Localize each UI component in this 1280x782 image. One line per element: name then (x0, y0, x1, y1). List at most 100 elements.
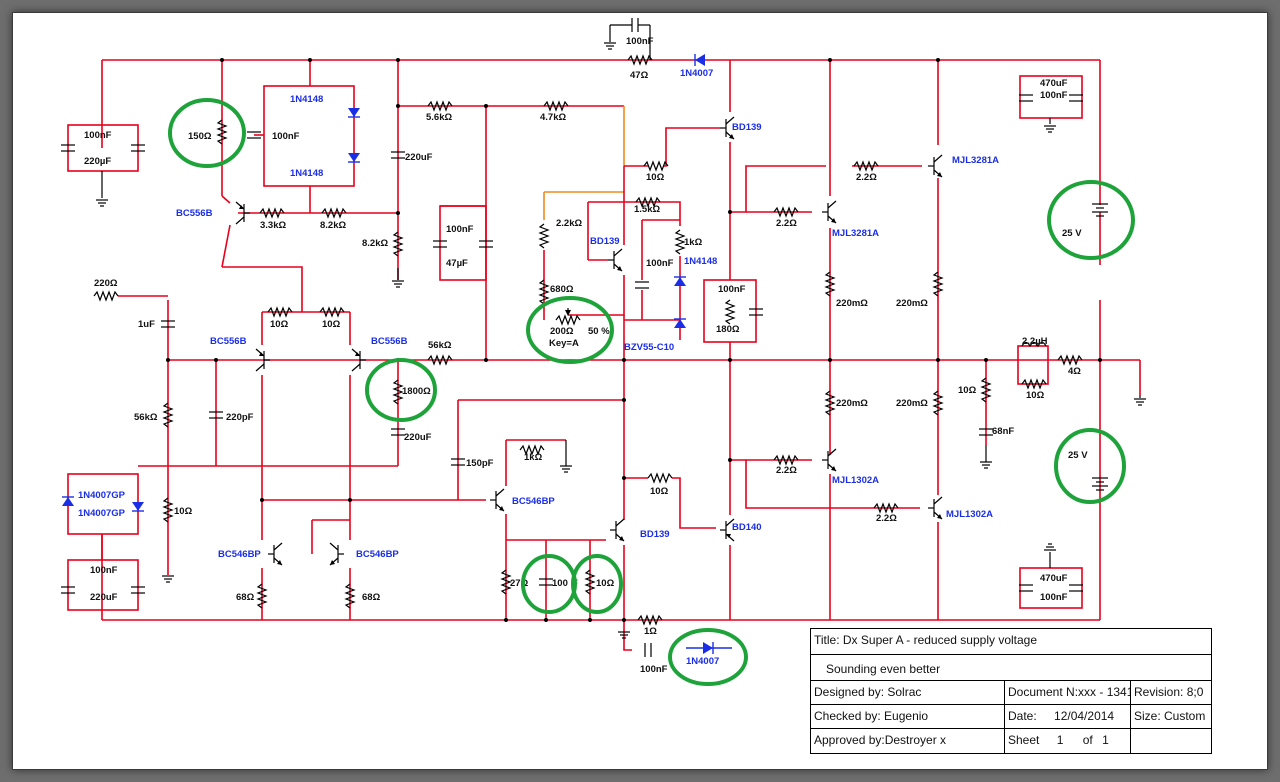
label-res-4: 4Ω (1068, 366, 1081, 377)
label-c100n-mid: 100nF (272, 131, 300, 142)
label-res-68-b: 68Ω (362, 592, 381, 603)
label-bd140: BD140 (732, 522, 762, 533)
label-c100n-br: 100nF (1040, 592, 1068, 603)
label-c100n-c: 100nF (646, 258, 674, 269)
label-1n4148-a: 1N4148 (290, 94, 323, 105)
highlight-annotations (168, 98, 1135, 686)
date-label: Date: (1008, 709, 1037, 723)
sheet-total: 1 (1102, 733, 1109, 747)
label-c68n: 68nF (992, 426, 1014, 437)
label-battery-bottom: 25 V (1068, 450, 1088, 461)
label-1n4148-c: 1N4148 (684, 256, 717, 267)
label-res-180: 180Ω (716, 324, 740, 335)
label-diode-1n4007-top: 1N4007 (680, 68, 713, 79)
label-res-10-a: 10Ω (646, 172, 665, 183)
approved-by: Approved by:Destroyer x (814, 733, 947, 747)
label-c100-low: 100 (552, 578, 568, 589)
label-1n4148-b: 1N4148 (290, 168, 323, 179)
label-res-1800: 1800Ω (402, 386, 431, 397)
label-bc546-mid: BC546BP (512, 496, 555, 507)
label-pot-value: 200Ω (550, 326, 574, 337)
label-c220u-mid: 220uF (405, 152, 433, 163)
label-res-220-in: 220Ω (94, 278, 118, 289)
schematic-canvas: 100nF 47Ω 1N4007 470uF 100nF 100nF 220µF… (60, 17, 1147, 686)
component-labels: 100nF 47Ω 1N4007 470uF 100nF 100nF 220µF… (78, 36, 1088, 675)
label-c220u-c: 220uF (90, 592, 118, 603)
label-res-2k2: 2.2kΩ (556, 218, 582, 229)
label-res-4k7: 4.7kΩ (540, 112, 566, 123)
label-res-3k3: 3.3kΩ (260, 220, 286, 231)
label-res-10-e: 10Ω (958, 385, 977, 396)
label-res-2r2-a: 2.2Ω (856, 172, 877, 183)
sheet-label: Sheet (1008, 733, 1040, 747)
label-c100n-tr: 100nF (1040, 90, 1068, 101)
revision: Revision: 8;0 (1130, 681, 1213, 704)
label-res-680: 680Ω (550, 284, 574, 295)
label-zener: BZV55-C10 (624, 342, 674, 353)
label-c100n-d: 100nF (718, 284, 746, 295)
label-bd139-mid: BD139 (590, 236, 620, 247)
label-c220u-b: 220uF (404, 432, 432, 443)
wires (67, 59, 1141, 651)
label-res-56k-h: 56kΩ (428, 340, 452, 351)
schematic-sheet: 100nF 47Ω 1N4007 470uF 100nF 100nF 220µF… (12, 12, 1268, 770)
designed-by: Designed by: Solrac (814, 685, 922, 699)
label-mjl1302-b: MJL1302A (946, 509, 993, 520)
label-bc556-left: BC556B (210, 336, 247, 347)
label-c1u: 1uF (138, 319, 155, 330)
checked-row: Checked by: Eugenio Date: 12/04/2014 Siz… (811, 705, 1211, 729)
label-res-47: 47Ω (630, 70, 649, 81)
label-bc546-right: BC546BP (356, 549, 399, 560)
date-value: 12/04/2014 (1054, 709, 1115, 723)
document-number: Document N:xxx - 1341 (1004, 681, 1130, 704)
label-res-220m-b: 220mΩ (896, 298, 928, 309)
label-res-1k: 1kΩ (684, 237, 703, 248)
sheet-size: Size: Custom (1130, 705, 1213, 728)
sheet-of-label: of (1082, 733, 1093, 747)
label-c150p: 150pF (466, 458, 494, 469)
label-res-220m-d: 220mΩ (896, 398, 928, 409)
label-bd139-low: BD139 (640, 529, 670, 540)
drawing-title: Title: Dx Super A - reduced supply volta… (814, 633, 1038, 647)
label-bc556-right: BC556B (371, 336, 408, 347)
label-c470-top: 470uF (1040, 78, 1068, 89)
label-1n4007gp-b: 1N4007GP (78, 508, 126, 519)
label-res-220m-c: 220mΩ (836, 398, 868, 409)
label-res-220m-a: 220mΩ (836, 298, 868, 309)
label-res-27: 27Ω (510, 578, 529, 589)
label-res-56k-v: 56kΩ (134, 412, 158, 423)
date-cell: Date: 12/04/2014 (1004, 705, 1130, 728)
label-c47u: 47µF (446, 258, 468, 269)
label-c470-bottom: 470uF (1040, 573, 1068, 584)
label-mjl3281-b: MJL3281A (832, 228, 879, 239)
checked-by: Checked by: Eugenio (814, 709, 929, 723)
label-diode-1n4007-bottom: 1N4007 (686, 656, 719, 667)
label-bc546-left: BC546BP (218, 549, 261, 560)
label-res-10-c: 10Ω (322, 319, 341, 330)
label-bd139-top: BD139 (732, 122, 762, 133)
label-c100n-f: 100nF (640, 664, 668, 675)
label-cap-100nF-top: 100nF (626, 36, 654, 47)
label-res-2r2-c: 2.2Ω (776, 465, 797, 476)
sheet-cell: Sheet 1 of 1 (1004, 729, 1130, 754)
label-res-10-h: 10Ω (596, 578, 615, 589)
sheet-number: 1 (1056, 733, 1064, 747)
label-1n4007gp-a: 1N4007GP (78, 490, 126, 501)
label-res-5k6: 5.6kΩ (426, 112, 452, 123)
label-res-150: 150Ω (188, 131, 212, 142)
label-bc556-top: BC556B (176, 208, 213, 219)
label-res-2r2-d: 2.2Ω (876, 513, 897, 524)
label-battery-top: 25 V (1062, 228, 1082, 239)
label-res-2r2-b: 2.2Ω (776, 218, 797, 229)
label-res-1: 1Ω (644, 626, 657, 637)
label-res-10-f: 10Ω (650, 486, 669, 497)
empty-cell (1130, 729, 1213, 754)
label-res-10-g: 10Ω (174, 506, 193, 517)
subtitle-row: Sounding even better (811, 655, 1211, 681)
label-c220u-left: 220µF (84, 156, 111, 167)
label-res-10-d: 10Ω (1026, 390, 1045, 401)
label-c100n-e: 100nF (90, 565, 118, 576)
label-inductor: 2.2µH (1022, 336, 1048, 347)
label-res-8k2-h: 8.2kΩ (320, 220, 346, 231)
label-res-1k5: 1.5kΩ (634, 204, 660, 215)
